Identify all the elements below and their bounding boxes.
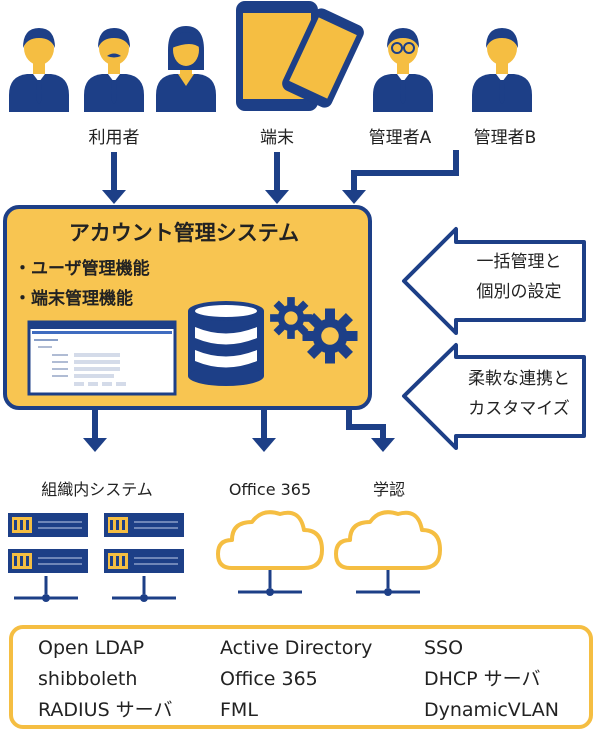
integrations-panel: Open LDAP shibboleth RADIUS サーバ Active D… bbox=[9, 625, 593, 729]
admin-a-label: 管理者A bbox=[369, 128, 432, 148]
callout-bottom-line1: 柔軟な連携と bbox=[468, 369, 570, 389]
integration-item: DHCP サーバ bbox=[424, 668, 541, 690]
network-connector-icon bbox=[354, 568, 422, 598]
arrow-admins-to-system bbox=[342, 150, 459, 204]
users-label: 利用者 bbox=[89, 128, 140, 148]
cloud-academic-icon bbox=[334, 510, 442, 570]
callout-batch-management: 一括管理と 個別の設定 bbox=[402, 227, 586, 335]
arrow-system-to-office bbox=[252, 410, 276, 452]
feature-user-management: ・ユーザ管理機能 bbox=[14, 258, 150, 279]
admin-b-icon bbox=[472, 28, 532, 112]
callout-top-line2: 個別の設定 bbox=[477, 282, 562, 302]
integration-item: Open LDAP bbox=[38, 637, 145, 659]
cloud-office-icon bbox=[216, 510, 324, 570]
integration-item: shibboleth bbox=[38, 668, 138, 690]
arrow-devices-to-system bbox=[265, 152, 289, 204]
integration-item: FML bbox=[220, 699, 258, 721]
callout-bottom-line2: カスタマイズ bbox=[468, 399, 570, 419]
system-title: アカウント管理システム bbox=[69, 221, 299, 245]
server-rack-icon bbox=[8, 513, 88, 537]
admin-a-icon bbox=[373, 28, 433, 112]
network-connector-icon bbox=[236, 568, 304, 598]
server-rack-icon bbox=[104, 513, 184, 537]
database-icon bbox=[188, 301, 264, 386]
integration-item: Office 365 bbox=[220, 668, 318, 690]
callout-top-line1: 一括管理と bbox=[477, 252, 562, 272]
gear-small-icon bbox=[270, 297, 312, 339]
arrow-system-to-academic bbox=[346, 410, 395, 452]
target-office-label: Office 365 bbox=[229, 480, 311, 499]
arrow-users-to-system bbox=[102, 152, 126, 204]
user-male-mustache-icon bbox=[84, 28, 144, 112]
integration-item: SSO bbox=[424, 637, 464, 659]
server-rack-icon bbox=[104, 549, 184, 573]
target-academic-label: 学認 bbox=[373, 480, 405, 499]
network-connector-icon bbox=[110, 574, 178, 604]
server-rack-icon bbox=[8, 549, 88, 573]
integration-item: Active Directory bbox=[220, 637, 373, 659]
network-connector-icon bbox=[12, 574, 80, 604]
integration-item: DynamicVLAN bbox=[424, 699, 560, 721]
user-male-icon bbox=[9, 28, 69, 112]
app-screenshot-thumbnail bbox=[27, 320, 177, 396]
devices-label: 端末 bbox=[260, 128, 294, 148]
target-internal-label: 組織内システム bbox=[41, 480, 153, 499]
integration-item: RADIUS サーバ bbox=[38, 699, 173, 721]
feature-device-management: ・端末管理機能 bbox=[14, 288, 133, 309]
arrow-system-to-internal bbox=[83, 410, 107, 452]
user-female-icon bbox=[156, 26, 216, 112]
callout-flexible-integration: 柔軟な連携と カスタマイズ bbox=[402, 343, 586, 450]
admin-b-label: 管理者B bbox=[474, 128, 537, 148]
smartphone-icon bbox=[282, 8, 364, 108]
